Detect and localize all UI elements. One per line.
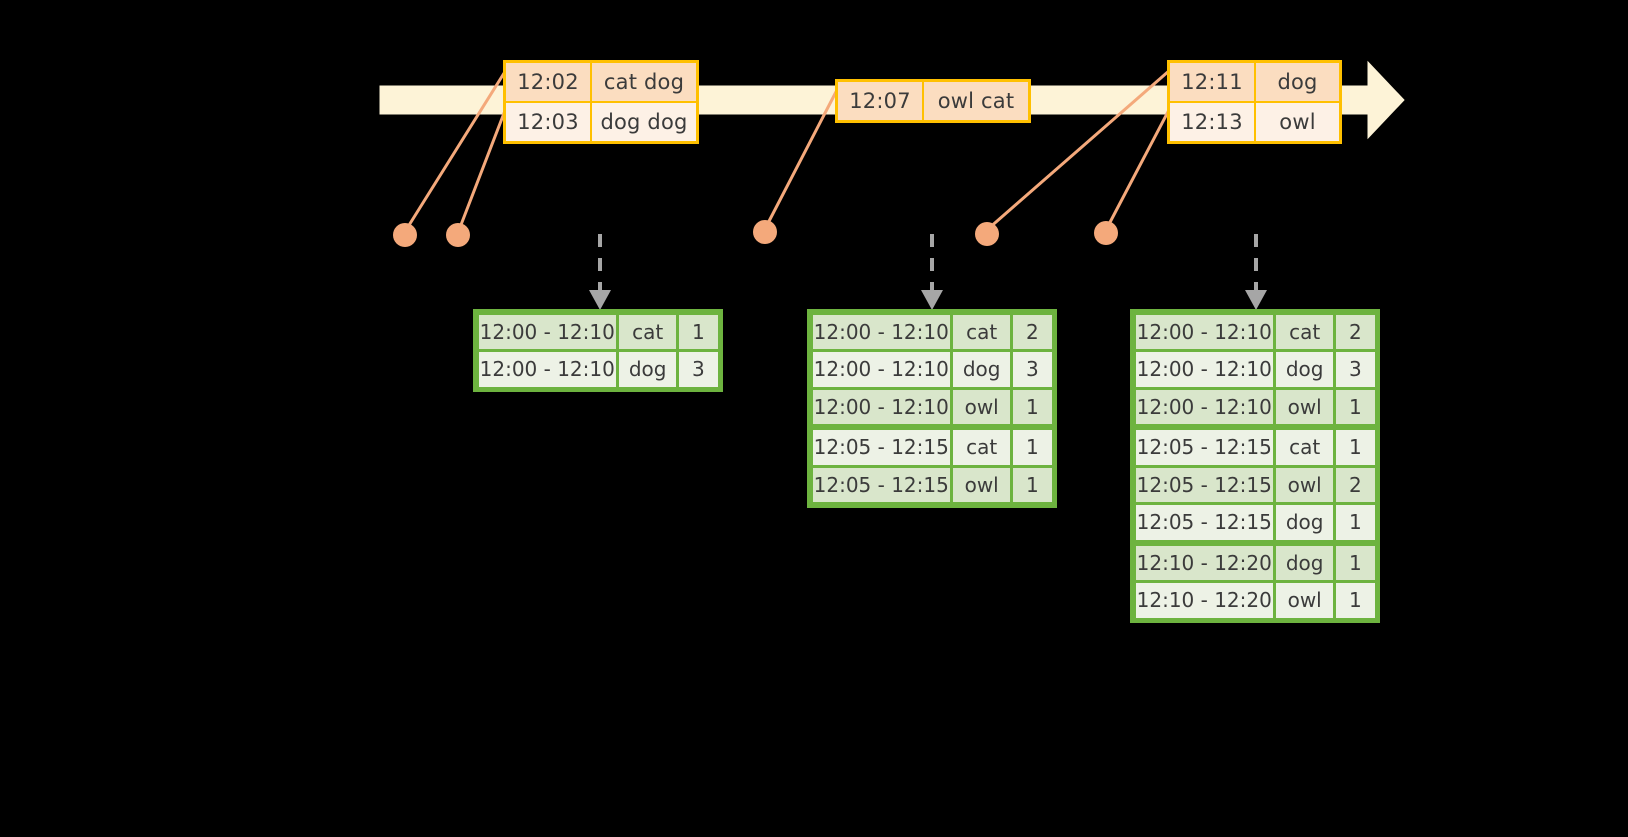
cell-window: 12:00 - 12:10	[812, 314, 951, 349]
cell-window: 12:00 - 12:10	[812, 352, 951, 387]
cell-window: 12:00 - 12:10	[1135, 314, 1274, 349]
connector-line-1	[404, 68, 508, 232]
emit-arrow-2	[921, 234, 943, 310]
event-row[interactable]: 12:03 dog dog	[506, 101, 696, 141]
connector-line-5	[1105, 106, 1172, 230]
cell-key: cat	[953, 430, 1011, 465]
cell-count: 2	[1013, 314, 1052, 349]
event-dot-4	[975, 222, 999, 246]
emit-arrow-3	[1245, 234, 1267, 310]
cell-count: 1	[1336, 389, 1375, 424]
event-time: 12:11	[1170, 63, 1256, 101]
cell-key: dog	[1276, 545, 1334, 580]
cell-window: 12:05 - 12:15	[1135, 467, 1274, 502]
event-value: owl cat	[937, 89, 1015, 113]
cell-window: 12:00 - 12:10	[1135, 389, 1274, 424]
event-dot-5	[1094, 221, 1118, 245]
cell-key: dog	[619, 352, 677, 387]
cell-count: 1	[679, 314, 718, 349]
event-value: dog dog	[600, 110, 688, 134]
cell-key: owl	[1276, 467, 1334, 502]
event-time: 12:07	[838, 82, 924, 120]
cell-window: 12:05 - 12:15	[812, 467, 951, 502]
event-row[interactable]: 12:07 owl cat	[838, 82, 1028, 120]
cell-key: owl	[1276, 583, 1334, 618]
cell-key: cat	[1276, 314, 1334, 349]
event-value: dog	[1277, 70, 1318, 94]
event-box-2[interactable]: 12:07 owl cat	[835, 79, 1031, 123]
cell-count: 3	[1013, 352, 1052, 387]
cell-count: 1	[1013, 389, 1052, 424]
cell-window: 12:05 - 12:15	[1135, 505, 1274, 540]
cell-window: 12:00 - 12:10	[1135, 352, 1274, 387]
event-time: 12:13	[1170, 103, 1256, 141]
cell-window: 12:10 - 12:20	[1135, 545, 1274, 580]
event-row[interactable]: 12:11 dog	[1170, 63, 1339, 101]
cell-key: dog	[1276, 352, 1334, 387]
cell-window: 12:05 - 12:15	[1135, 430, 1274, 465]
event-time: 12:02	[506, 63, 592, 101]
emit-arrow-1	[589, 234, 611, 310]
event-dot-3	[753, 220, 777, 244]
cell-count: 2	[1336, 467, 1375, 502]
cell-count: 3	[1336, 352, 1375, 387]
cell-window: 12:00 - 12:10	[812, 389, 951, 424]
cell-count: 3	[679, 352, 718, 387]
cell-window: 12:00 - 12:10	[478, 352, 617, 387]
cell-count: 1	[1013, 467, 1052, 502]
cell-key: cat	[953, 314, 1011, 349]
emit-arrows	[589, 234, 1267, 310]
cell-key: dog	[1276, 505, 1334, 540]
cell-key: owl	[1276, 389, 1334, 424]
event-value: owl	[1279, 110, 1316, 134]
cell-window: 12:10 - 12:20	[1135, 583, 1274, 618]
cell-window: 12:05 - 12:15	[812, 430, 951, 465]
cell-key: dog	[953, 352, 1011, 387]
cell-key: owl	[953, 467, 1011, 502]
cell-window: 12:00 - 12:10	[478, 314, 617, 349]
event-dots	[393, 220, 1118, 247]
cell-count: 1	[1336, 583, 1375, 618]
event-dot-1	[393, 223, 417, 247]
event-time: 12:03	[506, 103, 592, 141]
event-dot-2	[446, 223, 470, 247]
connector-line-2	[457, 106, 508, 232]
cell-count: 1	[1336, 505, 1375, 540]
event-row[interactable]: 12:02 cat dog	[506, 63, 696, 101]
connector-line-3	[764, 86, 840, 229]
cell-count: 2	[1336, 314, 1375, 349]
cell-key: cat	[619, 314, 677, 349]
cell-key: cat	[1276, 430, 1334, 465]
cell-count: 1	[1013, 430, 1052, 465]
cell-key: owl	[953, 389, 1011, 424]
event-box-3[interactable]: 12:11 dog 12:13 owl	[1167, 60, 1342, 144]
event-row[interactable]: 12:13 owl	[1170, 101, 1339, 141]
cell-count: 1	[1336, 545, 1375, 580]
event-value: cat dog	[603, 70, 685, 94]
event-box-1[interactable]: 12:02 cat dog 12:03 dog dog	[503, 60, 699, 144]
cell-count: 1	[1336, 430, 1375, 465]
